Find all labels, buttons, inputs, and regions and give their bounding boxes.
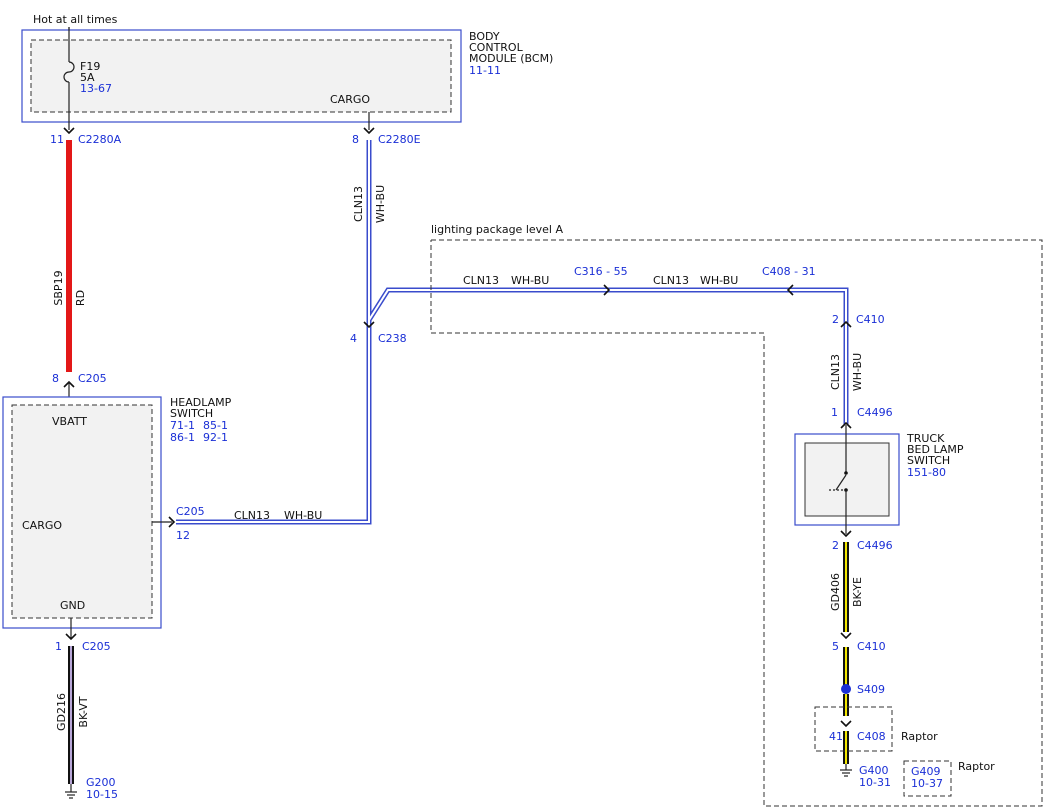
c4496-bot-pin: 2 — [832, 539, 839, 552]
c410-bot-arrow — [840, 632, 852, 640]
c2280a-arrow — [63, 127, 75, 135]
g409-ref: 10-37 — [911, 777, 943, 790]
wire-sbp19 — [66, 140, 72, 372]
c205-bot-arrow — [65, 633, 77, 641]
tbs-name-1: TRUCK — [906, 432, 945, 445]
cln13-circuit-5: CLN13 — [829, 354, 842, 390]
cln13-color-4: WH-BU — [284, 509, 322, 522]
cln13-color-1: WH-BU — [374, 185, 387, 223]
bcm-name-3: MODULE (BCM) — [469, 52, 553, 65]
c238-arrow — [363, 321, 375, 329]
gd216-color: BK-VT — [77, 696, 90, 727]
s409-label: S409 — [857, 683, 885, 696]
bcm-pin-cargo: CARGO — [330, 93, 370, 106]
c205-mid-label: C205 — [176, 505, 205, 518]
c316-arrow — [603, 284, 611, 296]
c410-top-label: C410 — [856, 313, 885, 326]
c408-top-label: C408 - 31 — [762, 265, 816, 278]
c4496-bot-arrow — [840, 530, 852, 538]
c4496-top-label: C4496 — [857, 406, 893, 419]
hs-pin-cargo: CARGO — [22, 519, 62, 532]
c2280e-pin: 8 — [352, 133, 359, 146]
c238-label: C238 — [378, 332, 407, 345]
raptor-box-c408 — [814, 706, 893, 752]
c408-bot-arrow — [840, 720, 852, 728]
cln13-color-5: WH-BU — [851, 353, 864, 391]
package-region — [430, 239, 1043, 807]
cln13-color-2: WH-BU — [511, 274, 549, 287]
c316-label: C316 - 55 — [574, 265, 628, 278]
raptor-label-b: Raptor — [958, 760, 995, 773]
c205-mid-pin: 12 — [176, 529, 190, 542]
gd406-circuit: GD406 — [829, 573, 842, 611]
hs-name-2: SWITCH — [170, 407, 213, 420]
g400-ref: 10-31 — [859, 776, 891, 789]
c2280a-pin: 11 — [50, 133, 64, 146]
wire-cln13 — [176, 140, 849, 525]
tbs-name-2: BED LAMP — [907, 443, 964, 456]
fuse-amp: 5A — [80, 71, 95, 84]
c410-bot-pin: 5 — [832, 640, 839, 653]
hs-ref-d: 92-1 — [203, 431, 228, 444]
g200-label: G200 — [86, 776, 116, 789]
cln13-color-3: WH-BU — [700, 274, 738, 287]
g400-label: G400 — [859, 764, 889, 777]
fuse-ref: 13-67 — [80, 82, 112, 95]
s409-splice — [841, 684, 851, 694]
bcm-ref: 11-11 — [469, 64, 501, 77]
wire-gd216 — [68, 646, 74, 784]
c408-bot-pin: 41 — [829, 730, 843, 743]
c2280e-arrow — [363, 127, 375, 135]
c4496-bot-label: C4496 — [857, 539, 893, 552]
g409-label: G409 — [911, 765, 941, 778]
hot-label: Hot at all times — [33, 13, 118, 26]
truck-bed-lamp-switch — [794, 425, 900, 534]
c408-bot-label: C408 — [857, 730, 886, 743]
c205-mid-arrow — [168, 516, 176, 528]
raptor-label-a: Raptor — [901, 730, 938, 743]
headlamp-switch-component — [2, 396, 162, 629]
c205-top-pin: 8 — [52, 372, 59, 385]
wire-gd406 — [843, 542, 849, 764]
g200-ref: 10-15 — [86, 788, 118, 801]
c410-top-arrow — [840, 320, 852, 328]
ground-g200-symbol — [65, 784, 77, 799]
c4496-top-arrow — [840, 421, 852, 429]
hs-ref-c: 86-1 — [170, 431, 195, 444]
hs-pin-gnd: GND — [60, 599, 85, 612]
cln13-circuit-4: CLN13 — [234, 509, 270, 522]
package-label: lighting package level A — [431, 223, 563, 236]
c205-bot-label: C205 — [82, 640, 111, 653]
c410-top-pin: 2 — [832, 313, 839, 326]
gd216-circuit: GD216 — [55, 693, 68, 731]
cln13-circuit-1: CLN13 — [352, 186, 365, 222]
gd406-color: BK-YE — [851, 577, 864, 607]
raptor-box-g409 — [903, 760, 952, 797]
ground-g400-symbol — [840, 764, 852, 777]
bcm-component — [21, 29, 462, 123]
sbp19-color: RD — [74, 290, 87, 306]
c205-top-label: C205 — [78, 372, 107, 385]
c410-bot-label: C410 — [857, 640, 886, 653]
c4496-top-pin: 1 — [831, 406, 838, 419]
c205-bot-pin: 1 — [55, 640, 62, 653]
tbs-ref: 151-80 — [907, 466, 946, 479]
hs-ref-a: 71-1 — [170, 419, 195, 432]
hs-name-1: HEADLAMP — [170, 396, 232, 409]
fuse-name: F19 — [80, 60, 100, 73]
bcm-name-1: BODY — [469, 30, 500, 43]
cln13-circuit-2: CLN13 — [463, 274, 499, 287]
hs-ref-b: 85-1 — [203, 419, 228, 432]
bcm-name-2: CONTROL — [469, 41, 524, 54]
fuse-symbol — [63, 61, 75, 83]
c238-pin: 4 — [350, 332, 357, 345]
hs-pin-vbatt: VBATT — [52, 415, 87, 428]
cln13-circuit-3: CLN13 — [653, 274, 689, 287]
c2280a-label: C2280A — [78, 133, 122, 146]
c2280e-label: C2280E — [378, 133, 421, 146]
c408-top-arrow — [786, 284, 794, 296]
sbp19-circuit: SBP19 — [52, 270, 65, 305]
tbs-name-3: SWITCH — [907, 454, 950, 467]
